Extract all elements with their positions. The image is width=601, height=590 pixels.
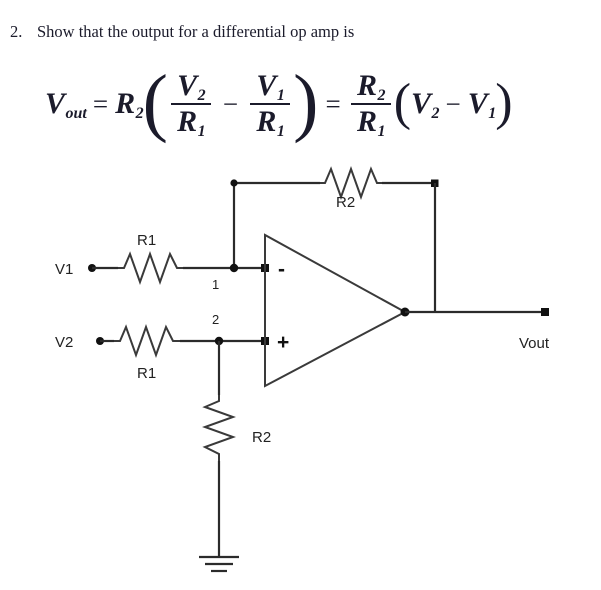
minus-sign-1: − [222, 88, 239, 119]
v1-input-branch: V1 R1 1 [55, 232, 269, 292]
denominator-subscript: 1 [377, 123, 386, 141]
resistor-r2-feedback-symbol [320, 166, 382, 200]
denominator-variable: R [177, 105, 197, 138]
paren-close-1: ) [293, 59, 319, 144]
paren-open-2: ( [393, 74, 412, 132]
denominator-variable: R [256, 105, 276, 138]
paren-open-1: ( [142, 59, 168, 144]
numerator-subscript: 1 [276, 87, 285, 105]
v2-input-branch: V2 R1 2 [55, 312, 269, 382]
r2-subscript: 2 [135, 105, 144, 122]
term-subscript: 1 [488, 105, 497, 122]
ground-icon [199, 555, 239, 573]
denominator-variable: R [356, 105, 377, 138]
label-r2-feedback: R2 [336, 194, 355, 211]
lhs-subscript: out [65, 105, 87, 122]
noninverting-sign-label: + [277, 331, 289, 354]
numerator-subscript: 2 [377, 87, 386, 105]
numerator-variable: R [356, 69, 377, 102]
label-r1-bottom: R1 [137, 365, 156, 382]
term-variable: V [467, 87, 488, 120]
equals-sign-1: = [92, 88, 109, 119]
lhs-variable: V [45, 87, 65, 120]
node-1-junction-dot [229, 263, 239, 273]
label-v1-terminal: V1 [55, 261, 73, 278]
fraction-bar [350, 103, 391, 105]
question-line: 2. Show that the output for a differenti… [0, 22, 601, 48]
feedback-branch: R2 [230, 166, 439, 268]
feedback-left-junction-dot [230, 179, 238, 187]
r2-variable: R [115, 87, 135, 120]
vout-terminal-square [541, 308, 549, 316]
numerator-variable: V [177, 69, 197, 102]
inverting-sign-label: - [278, 258, 285, 281]
equals-sign-2: = [325, 88, 341, 119]
op-amp-triangle [264, 233, 408, 388]
fraction-bar [250, 103, 291, 105]
term-subscript: 2 [431, 105, 440, 122]
label-r2-ground: R2 [252, 429, 271, 446]
output-branch: Vout [400, 183, 550, 352]
term-variable: V [411, 87, 431, 120]
fraction-bar [170, 103, 211, 105]
numerator-subscript: 2 [197, 87, 206, 105]
label-r1-top: R1 [137, 232, 156, 249]
question-number: 2. [10, 22, 23, 41]
label-node-2: 2 [212, 312, 219, 327]
circuit-diagram: R2 V1 R1 1 V2 R1 2 R2 [0, 150, 601, 590]
question-text: Show that the output for a differential … [37, 22, 355, 41]
resistor-r2-ground-symbol [202, 395, 236, 461]
resistor-r1-top-symbol [118, 251, 183, 285]
denominator-subscript: 1 [276, 123, 285, 141]
minus-sign-2: − [445, 88, 461, 119]
resistor-r1-bottom-symbol [114, 324, 180, 358]
ground-branch: R2 [199, 341, 271, 573]
op-amp-symbol: - + [264, 233, 408, 388]
label-v2-terminal: V2 [55, 334, 73, 351]
label-node-1: 1 [212, 277, 219, 292]
numerator-variable: V [256, 69, 276, 102]
paren-close-2: ) [495, 74, 513, 132]
denominator-subscript: 1 [197, 123, 206, 141]
label-vout-terminal: Vout [519, 335, 550, 352]
